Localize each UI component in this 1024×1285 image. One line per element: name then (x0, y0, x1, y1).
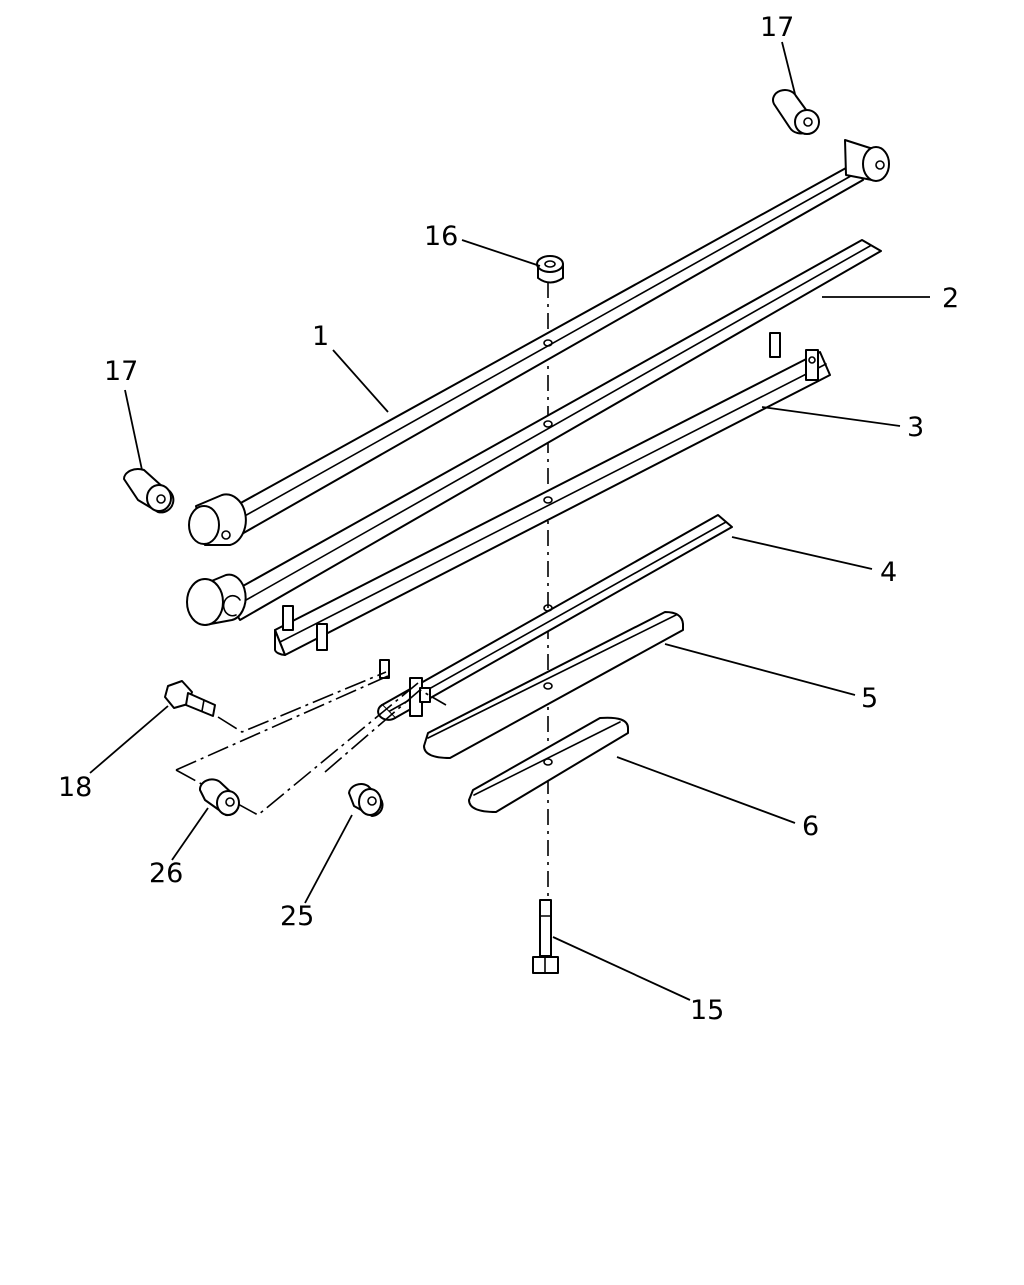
main-leaf-eye-right (844, 139, 890, 182)
part-5-fifth-leaf (423, 611, 684, 759)
second-leaf-wrap-eye (186, 573, 247, 626)
callout-25: 25 (280, 901, 314, 932)
part-2-second-leaf (186, 239, 882, 626)
part-17-bushing-upper (772, 89, 820, 135)
part-18-clip-bolt (164, 680, 216, 717)
callout-5: 5 (861, 683, 878, 714)
callout-6: 6 (802, 811, 819, 842)
part-26-spacer (199, 778, 240, 817)
part-1-main-leaf (188, 139, 890, 546)
callout-26: 26 (149, 858, 183, 889)
part-16-nut (536, 255, 564, 284)
part-17-bushing-lower (123, 468, 175, 514)
callout-15: 15 (690, 995, 724, 1026)
leader-lines (89, 41, 930, 1001)
callout-2: 2 (942, 283, 959, 314)
callout-3: 3 (907, 412, 924, 443)
part-15-center-bolt (532, 899, 559, 974)
callout-18: 18 (58, 772, 92, 803)
part-3-third-leaf (274, 332, 831, 656)
callout-17-lower: 17 (104, 356, 138, 387)
main-leaf-eye-left (188, 493, 247, 546)
callout-4: 4 (880, 557, 897, 588)
third-leaf-clips (282, 332, 819, 651)
clip-bolt-assembly-line (175, 671, 447, 816)
part-4-fourth-leaf (377, 514, 733, 721)
callout-1: 1 (312, 321, 329, 352)
callout-16: 16 (424, 221, 458, 252)
part-6-sixth-leaf (468, 716, 629, 813)
callout-17-upper: 17 (760, 12, 794, 43)
callout-labels: 17 17 16 1 2 3 4 5 6 18 26 25 15 (58, 12, 959, 1026)
part-25-rubber-bushing (348, 783, 384, 817)
